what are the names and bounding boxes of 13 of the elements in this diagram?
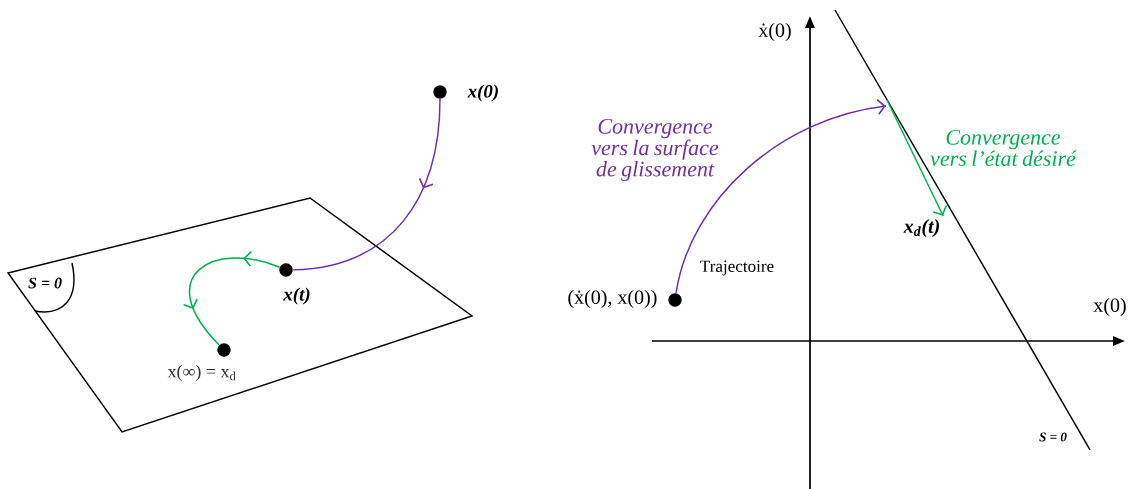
point-label: (ẋ(0), x(0)) xyxy=(568,289,657,309)
point-label: x(0) xyxy=(467,84,498,102)
point-label: x(∞) = x$_{d}$ xyxy=(167,364,236,382)
line-label: S = 0 xyxy=(1039,432,1067,442)
edge-label: Convergence vers l’état désiré xyxy=(930,129,1077,167)
trajectory-label: Trajectoire xyxy=(700,260,774,276)
point-label: x(t) xyxy=(283,287,310,305)
trajectory-arrow xyxy=(675,98,887,294)
axis-label: x(0) xyxy=(1093,297,1126,317)
edge-label: Convergence vers la surface de glissement xyxy=(591,118,719,181)
axis-label: ẋ(0) xyxy=(758,22,791,42)
trajectory-arrow xyxy=(886,99,948,217)
point-label: x$_{d}$(t) xyxy=(903,218,939,238)
